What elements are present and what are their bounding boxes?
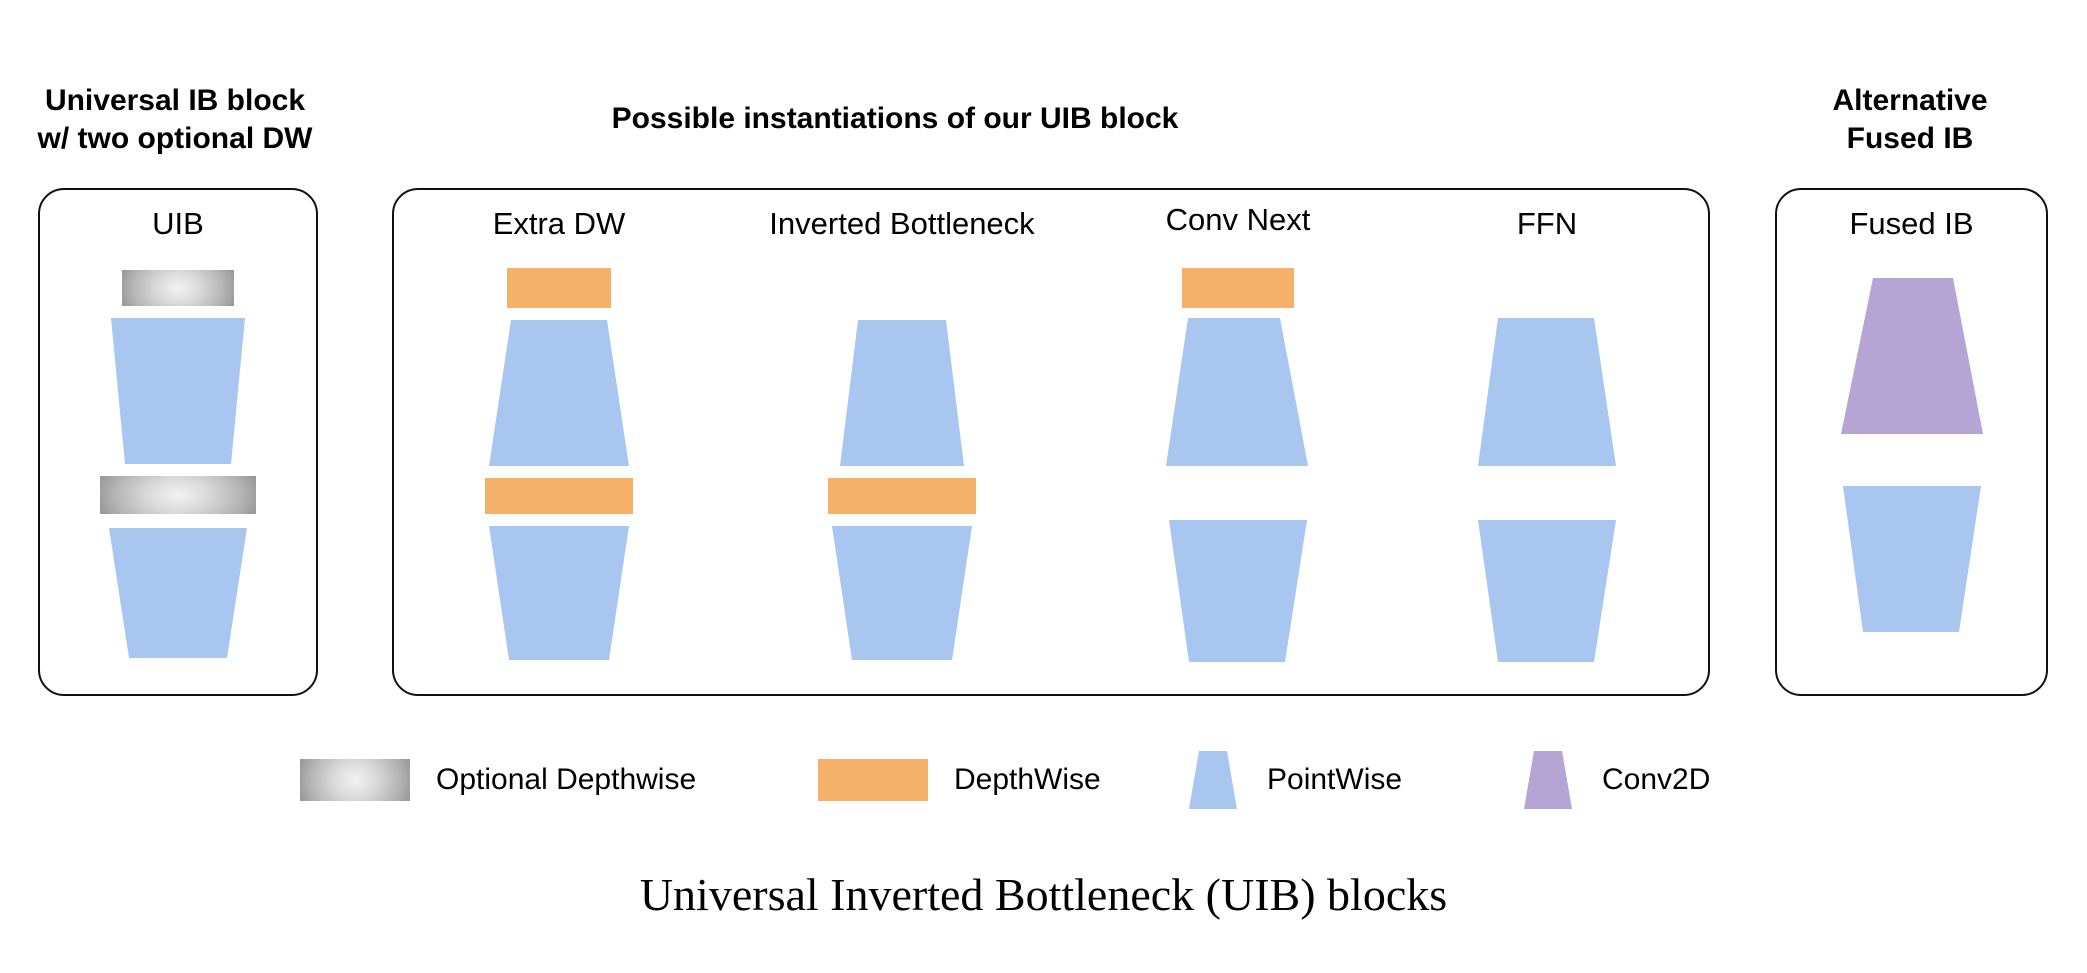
layer-pointwise (1839, 486, 1985, 632)
figure-caption: Universal Inverted Bottleneck (UIB) bloc… (639, 869, 1448, 920)
block-label-inverted-bottleneck: Inverted Bottleneck (769, 206, 1035, 241)
panel-instantiations: Extra DW Inverted Bottleneck (392, 188, 1710, 696)
legend-item-pointwise: PointWise (1185, 745, 1402, 815)
layer-pointwise-top (1474, 318, 1620, 466)
block-label-conv-next: Conv Next (1165, 202, 1311, 237)
pointwise-swatch-icon (1185, 751, 1241, 809)
block-label-fused-ib: Fused IB (1849, 206, 1974, 241)
legend-label-conv2d: Conv2D (1602, 763, 1711, 796)
layer-pointwise-top (1162, 318, 1314, 466)
block-label-extra-dw: Extra DW (492, 206, 626, 241)
block-ffn: FFN (1382, 190, 1712, 694)
section-heading-instantiations: Possible instantiations of our UIB block (611, 102, 1179, 135)
panel-fused-ib: Fused IB (1775, 188, 2048, 696)
layer-depthwise-bottom (485, 478, 633, 514)
legend: Optional Depthwise DepthWise PointWise C… (0, 745, 2087, 815)
optional-depthwise-swatch-icon (300, 759, 410, 801)
conv2d-swatch-icon (1520, 751, 1576, 809)
legend-label-depthwise: DepthWise (954, 763, 1101, 796)
layer-pointwise-bottom (483, 526, 635, 660)
block-label-uib: UIB (152, 206, 204, 241)
layer-pointwise-bottom (1165, 520, 1311, 662)
layer-optional-depthwise-top (122, 270, 234, 306)
layer-optional-depthwise-bottom (100, 476, 256, 514)
section-heading-alternative-fused-ib: Alternative Fused IB (1832, 84, 1988, 155)
block-label-ffn: FFN (1516, 206, 1578, 241)
layer-pointwise-bottom (1474, 520, 1620, 662)
section-heading-universal-ib: Universal IB block w/ two optional DW (37, 84, 313, 155)
depthwise-swatch-icon (818, 759, 928, 801)
legend-item-conv2d: Conv2D (1520, 745, 1710, 815)
layer-pointwise-top (836, 320, 968, 466)
layer-pointwise-top (483, 320, 635, 466)
layer-depthwise (1182, 268, 1294, 308)
legend-label-pointwise: PointWise (1267, 763, 1403, 796)
block-conv-next: Conv Next (1094, 190, 1382, 694)
block-uib: UIB (40, 190, 316, 694)
layer-pointwise-bottom (103, 528, 253, 658)
block-extra-dw: Extra DW (394, 190, 724, 694)
legend-label-optional-depthwise: Optional Depthwise (436, 763, 697, 796)
layer-pointwise-bottom (826, 526, 978, 660)
block-fused-ib: Fused IB (1777, 190, 2046, 694)
block-inverted-bottleneck: Inverted Bottleneck (712, 190, 1092, 694)
panel-uib: UIB (38, 188, 318, 696)
legend-item-optional-depthwise: Optional Depthwise (300, 745, 696, 815)
layer-pointwise-top (103, 318, 253, 464)
layer-depthwise (828, 478, 976, 514)
legend-item-depthwise: DepthWise (818, 745, 1101, 815)
layer-depthwise-top (507, 268, 611, 308)
layer-conv2d (1837, 278, 1987, 434)
